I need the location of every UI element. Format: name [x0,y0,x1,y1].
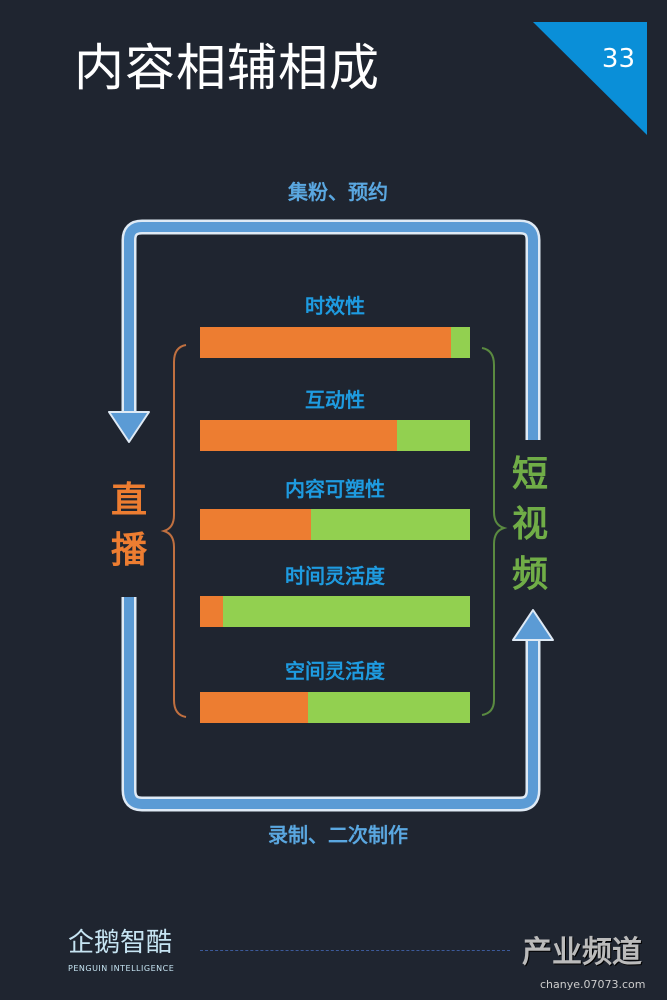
attribute-label: 时间灵活度 [285,564,385,588]
logo-subtitle: PENGUIN INTELLIGENCE [68,964,175,973]
live-segment [200,420,398,451]
short-video-segment [308,692,470,723]
attribute-label: 内容可塑性 [285,477,385,501]
footer-divider [200,950,510,951]
live-segment [200,692,308,723]
comparison-bar [200,692,470,723]
top-arrow [108,219,541,443]
short-video-char: 频 [511,554,548,595]
short-video-segment [451,327,470,358]
live-segment [200,596,223,627]
short-video-segment [397,420,470,451]
short-video-segment [310,509,470,540]
right-brace [481,347,508,716]
slide-title: 内容相辅相成 [74,39,380,97]
short-video-char: 短 [511,454,548,495]
comparison-bar [200,596,470,627]
comparison-bar [200,420,470,451]
attribute-label: 时效性 [305,294,365,318]
live-label: 直 播 [104,476,154,576]
live-char: 直 [110,480,147,521]
flow-label-bottom: 录制、二次制作 [268,823,408,847]
short-video-segment [222,596,470,627]
attribute-label: 空间灵活度 [285,659,385,683]
bottom-arrow [121,597,554,812]
watermark-url: chanye.07073.com [540,978,646,991]
live-segment [200,327,452,358]
attribute-label: 互动性 [305,388,365,412]
left-brace [160,344,187,718]
corner-triangle [533,22,647,135]
comparison-bar [200,509,470,540]
logo: 企鹅智酷 [68,928,173,958]
watermark: 产业频道 [522,935,642,970]
flow-label-top: 集粉、预约 [288,180,388,204]
live-char: 播 [110,530,147,571]
short-video-char: 视 [511,504,548,545]
short-video-label: 短 视 频 [505,450,555,600]
live-segment [200,509,311,540]
comparison-bar [200,327,470,358]
page-number: 33 [601,44,635,74]
